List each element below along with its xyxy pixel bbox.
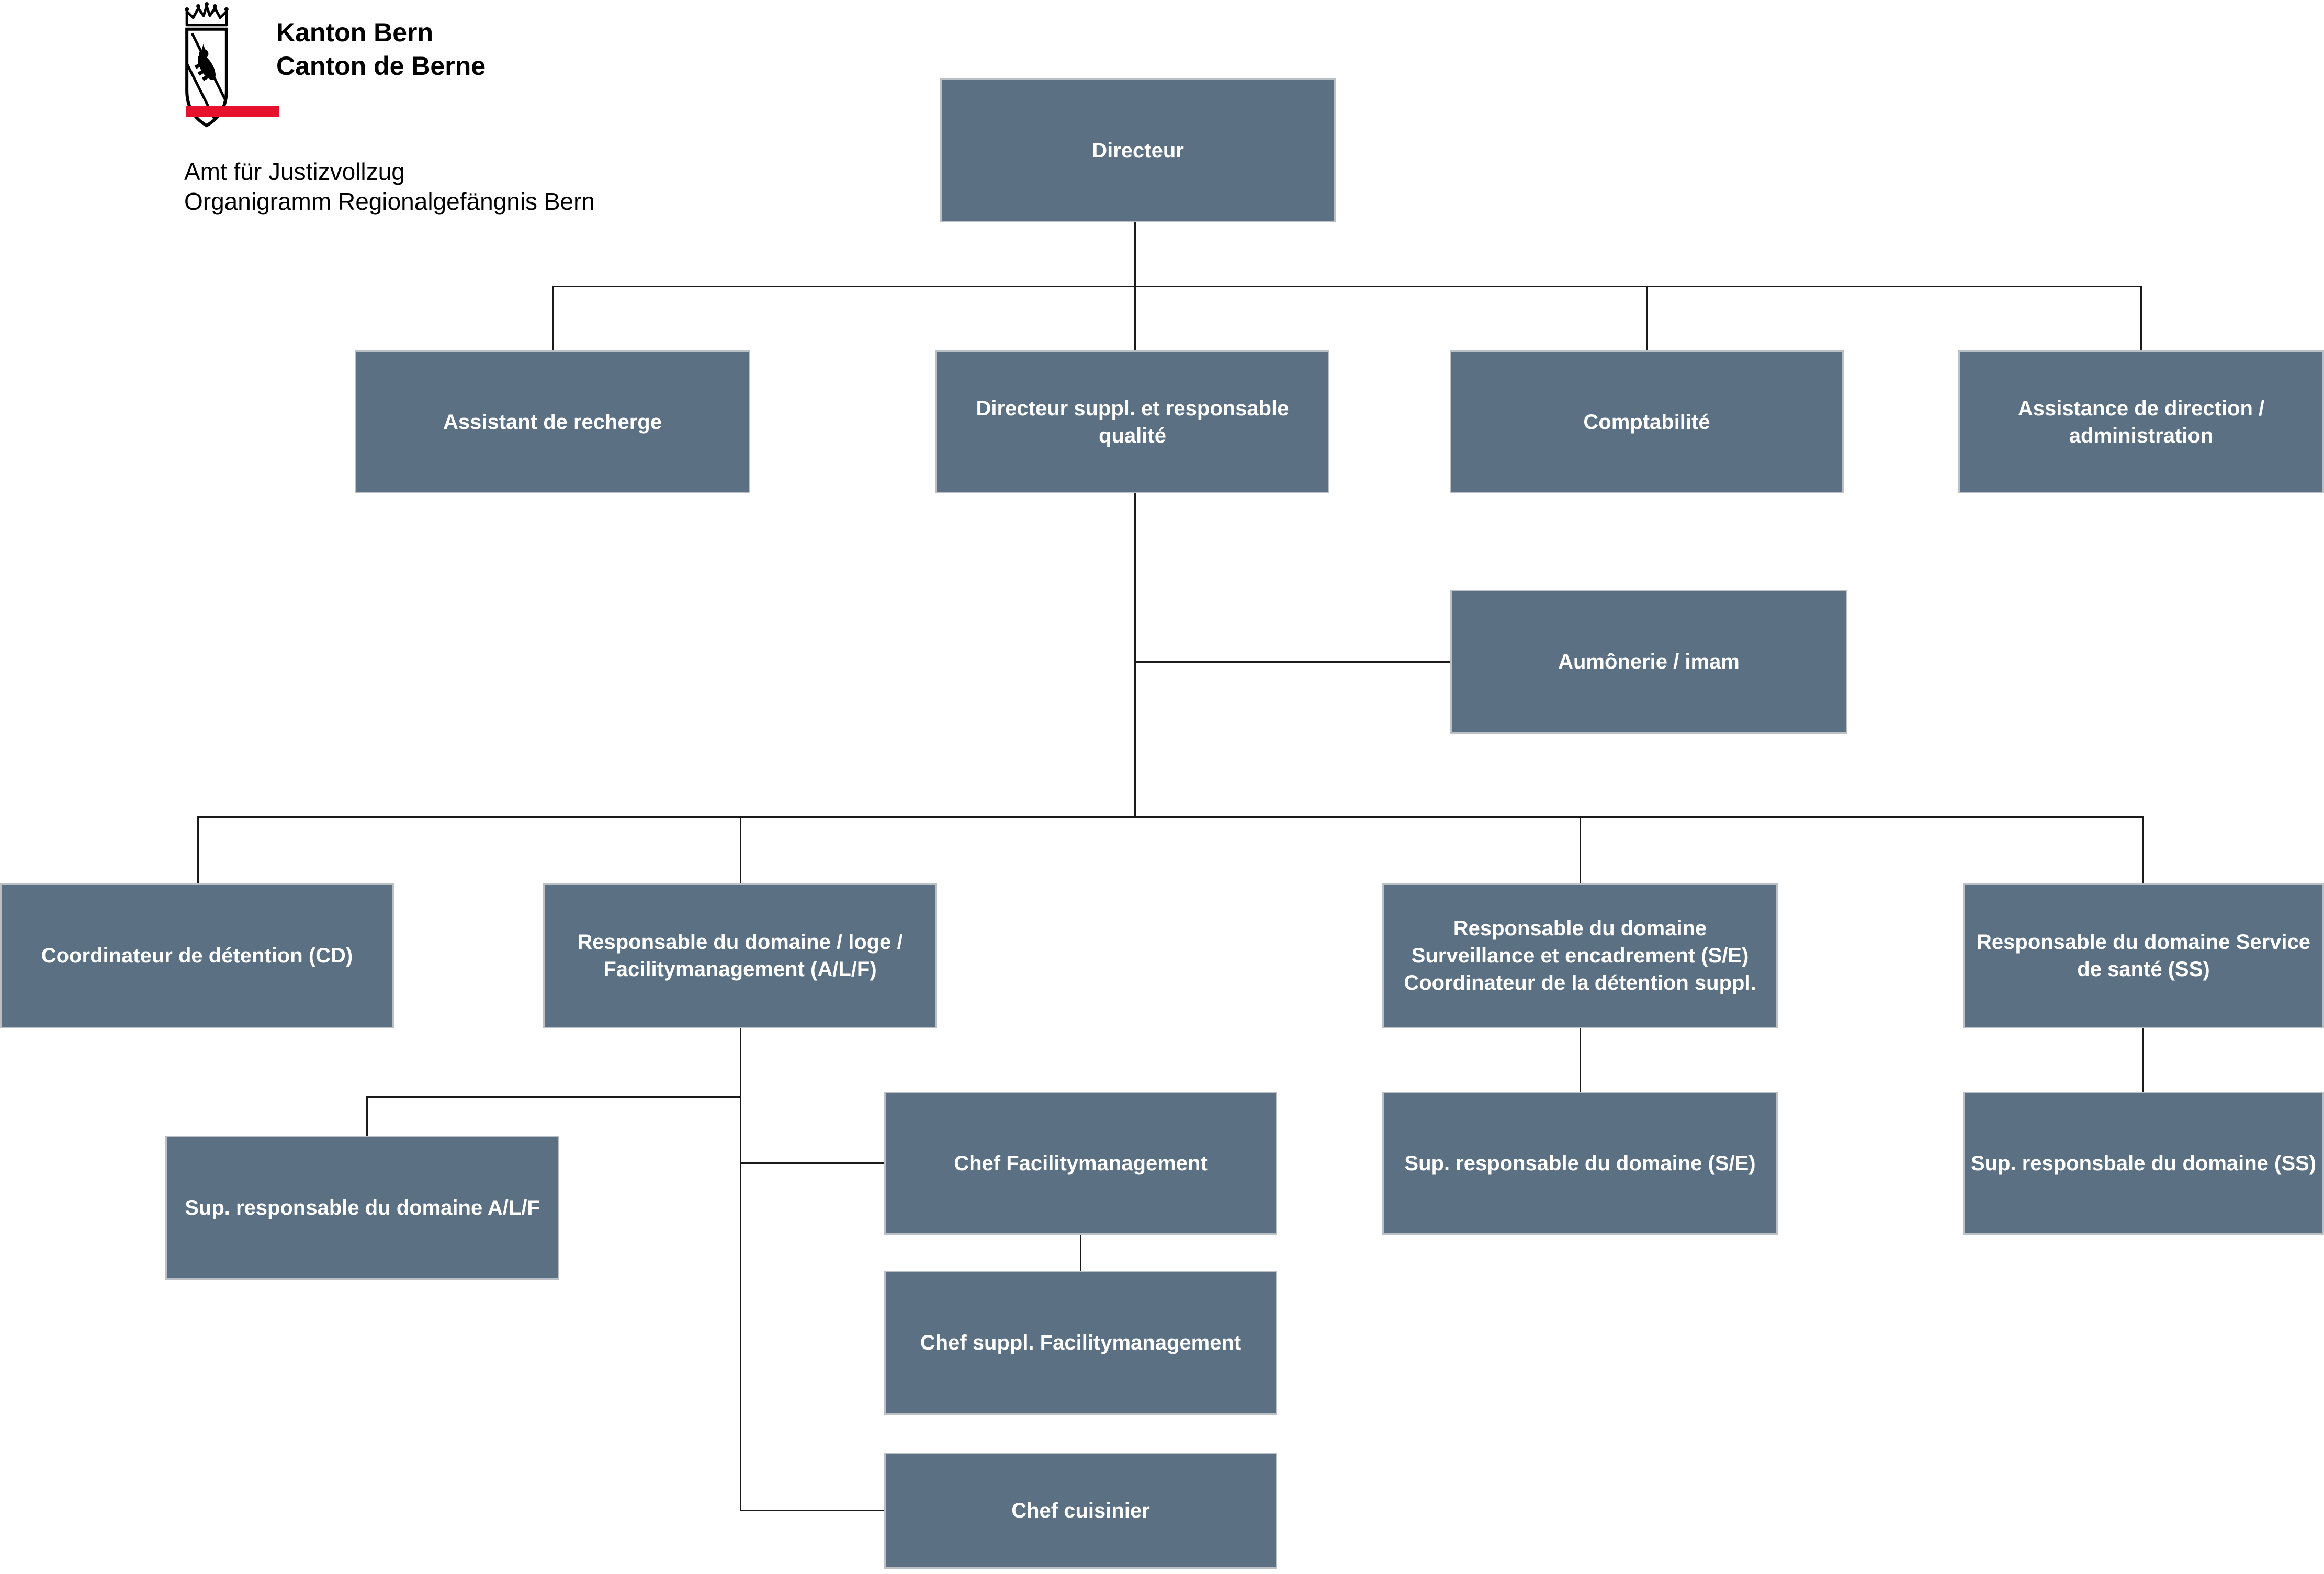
kanton-bern-wordmark: Kanton Bern Canton de Berne [276,16,486,83]
wordmark-line-fr: Canton de Berne [276,51,486,81]
connector-coordinateur-stub [197,816,199,883]
connector-sup-ss-stub [2142,1028,2144,1092]
bear-icon [194,43,216,81]
connector-chef-fm-horizontal [740,1162,884,1164]
connector-chef-cuisinier-horizontal [740,1510,884,1511]
org-node-assistant-de-recherge: Assistant de recherge [355,350,750,493]
node-label: Responsable du domaine Service de santé … [1977,931,2310,981]
brand-red-bar [186,106,279,117]
connector-row4-horizontal [197,816,2144,818]
org-node-comptabilite: Comptabilité [1450,350,1844,493]
document-title-line1: Amt für Justizvollzug [184,158,405,185]
org-node-sup-responsable-ss: Sup. responsbale du domaine (SS) [1963,1092,2324,1235]
org-node-assistance-direction: Assistance de direction / administration [1958,350,2324,493]
node-label: Chef suppl. Facilitymanagement [920,1331,1242,1354]
org-node-sup-responsable-se: Sup. responsable du domaine (S/E) [1382,1092,1778,1235]
wordmark-line-de: Kanton Bern [276,18,433,47]
document-title: Amt für Justizvollzug Organigramm Region… [184,157,595,217]
org-node-chef-facilitymanagement: Chef Facilitymanagement [884,1092,1277,1235]
node-label: Chef Facilitymanagement [954,1151,1208,1175]
node-label: Coordinateur de détention (CD) [41,944,353,967]
org-node-aumonerie-imam: Aumônerie / imam [1450,590,1847,734]
connector-aumonerie-horizontal [1134,661,1450,663]
document-title-line2: Organigramm Regionalgefängnis Bern [184,188,595,215]
node-label: Directeur suppl. et responsable qualité [976,397,1289,447]
org-node-responsable-ss: Responsable du domaine Service de santé … [1963,883,2324,1028]
connector-row2-horizontal [552,286,2142,287]
org-node-responsable-alf: Responsable du domaine / loge / Facility… [543,883,937,1028]
org-node-coordinateur-detention: Coordinateur de détention (CD) [0,883,394,1028]
connector-resp-se-stub [1580,816,1581,883]
connector-sup-alf-stub [366,1096,368,1136]
node-label: Responsable du domaine / loge / Facility… [577,931,903,981]
connector-directeur-suppl-down [1134,493,1136,816]
connector-resp-alf-stub [740,816,741,883]
org-node-chef-suppl-facilitymanagement: Chef suppl. Facilitymanagement [884,1271,1277,1415]
org-node-directeur-suppl: Directeur suppl. et responsable qualité [935,350,1329,493]
org-node-sup-responsable-alf: Sup. responsable du domaine A/L/F [165,1136,559,1280]
org-node-directeur: Directeur [940,78,1336,222]
connector-alf-trunk-down [740,1028,741,1511]
connector-comptabilite-stub [1646,286,1648,350]
connector-sup-alf-horizontal [366,1096,741,1098]
connector-assistant-stub [552,286,554,350]
node-label: Comptabilité [1583,410,1710,434]
node-label: Aumônerie / imam [1558,650,1740,673]
connector-resp-ss-stub [2142,816,2144,883]
org-node-chef-cuisinier: Chef cuisinier [884,1453,1277,1569]
org-node-responsable-se: Responsable du domaine Surveillance et e… [1382,883,1778,1028]
node-label: Directeur [1092,139,1184,162]
node-label: Responsable du domaine Surveillance et e… [1404,917,1756,994]
connector-sup-se-stub [1580,1028,1581,1092]
node-label: Chef cuisinier [1011,1499,1150,1522]
node-label: Sup. responsable du domaine (S/E) [1404,1151,1756,1175]
connector-chef-fm-down [1080,1235,1081,1271]
node-label: Sup. responsable du domaine A/L/F [185,1196,540,1219]
node-label: Sup. responsbale du domaine (SS) [1970,1151,2317,1175]
connector-assistance-stub [2140,286,2142,350]
node-label: Assistance de direction / administration [2017,397,2265,447]
node-label: Assistant de recherge [443,410,662,434]
